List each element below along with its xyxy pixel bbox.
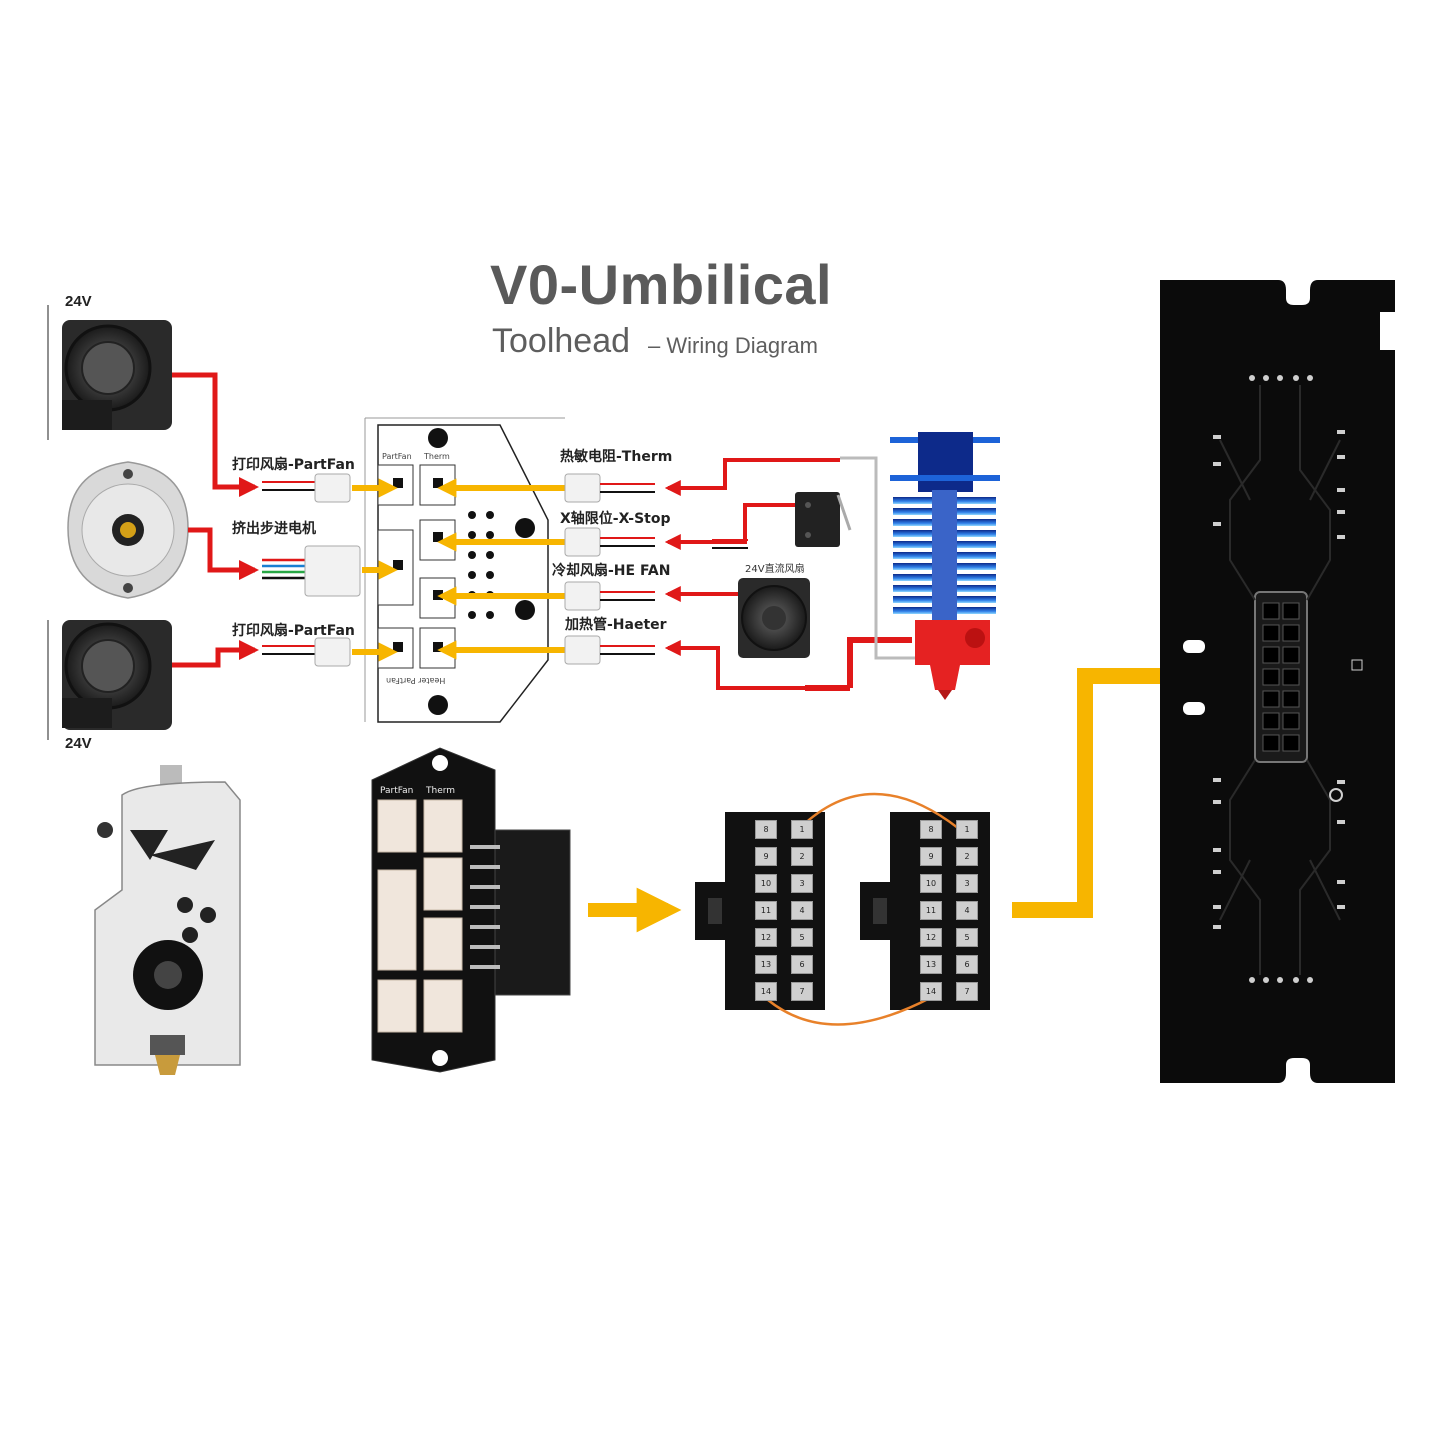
label-therm: 热敏电阻-Therm [560, 449, 673, 465]
connector-pin: 11 [920, 901, 942, 920]
hotend [890, 432, 1000, 700]
connector-pin: 9 [920, 847, 942, 866]
connector-pin: 2 [956, 847, 978, 866]
pcb-label-heater-partfan: Heater PartFan [386, 676, 446, 685]
subtitle-tail: Wiring Diagram [666, 333, 818, 358]
page-title: V0-Umbilical [490, 253, 833, 316]
voltage-label-bottom: 24V [65, 735, 92, 752]
connector-pin: 4 [956, 901, 978, 920]
connector-pin: 5 [956, 928, 978, 947]
connector-pin: 6 [791, 955, 813, 974]
thermistor-wire [840, 456, 920, 660]
pcb-label-partfan: PartFan [382, 452, 412, 461]
connector-pin: 14 [755, 982, 777, 1001]
connector-pin: 8 [755, 820, 777, 839]
hotend-fan [738, 578, 810, 658]
label-he-fan: 冷却风扇-HE FAN [552, 563, 671, 579]
left-yellow-arrows [352, 478, 398, 662]
label-partfan-top: 打印风扇-PartFan [232, 457, 355, 473]
connector-pin: 9 [755, 847, 777, 866]
toolhead-product [94, 765, 241, 1075]
left-connectors [262, 473, 361, 667]
connector-pin: 7 [956, 982, 978, 1001]
board-label-partfan: PartFan [380, 786, 414, 796]
connector-pin: 2 [791, 847, 813, 866]
connector-pin: 4 [791, 901, 813, 920]
arrow-connector-to-pcb [1012, 650, 1241, 918]
connector-pin: 3 [956, 874, 978, 893]
right-red-wires [664, 458, 912, 691]
label-extruder-motor: 挤出步进电机 [232, 521, 316, 537]
connector-pin: 3 [791, 874, 813, 893]
connector-pin: 14 [920, 982, 942, 1001]
toolhead-board-photo [371, 747, 571, 1073]
microswitch [795, 492, 852, 547]
voltage-label-top: 24V [65, 293, 92, 310]
pcb-label-therm: Therm [424, 452, 450, 461]
label-dc-fan: 24V直流风扇 [745, 564, 805, 575]
right-yellow-arrows [437, 478, 565, 660]
connector-pin: 1 [791, 820, 813, 839]
subtitle-wiring-diagram: – Wiring Diagram [648, 333, 818, 359]
connector-pin: 12 [920, 928, 942, 947]
connector-pin: 5 [791, 928, 813, 947]
label-xstop: X轴限位-X-Stop [560, 511, 671, 527]
board-label-therm: Therm [426, 786, 456, 796]
xstop-wires [712, 539, 748, 549]
connector-pin: 8 [920, 820, 942, 839]
connector-pin: 13 [755, 955, 777, 974]
connector-pin: 12 [755, 928, 777, 947]
subtitle-toolhead: Toolhead [492, 322, 631, 360]
connector-pin: 10 [755, 874, 777, 893]
label-partfan-bottom: 打印风扇-PartFan [232, 623, 355, 639]
label-heater: 加热管-Haeter [565, 617, 667, 633]
blower-fan-top [47, 305, 172, 440]
pin-mapping-loops [767, 792, 959, 1026]
connector-pin: 13 [920, 955, 942, 974]
connector-pin: 7 [791, 982, 813, 1001]
umbilical-pcb [1160, 280, 1395, 1083]
right-connectors [564, 473, 655, 665]
subtitle-dash: – [648, 333, 661, 358]
extruder-motor [67, 461, 189, 599]
connector-pin: 6 [956, 955, 978, 974]
connector-pin: 1 [956, 820, 978, 839]
connector-pin: 11 [755, 901, 777, 920]
blower-fan-bottom [47, 620, 172, 740]
left-red-wires [172, 372, 259, 668]
connector-pin: 10 [920, 874, 942, 893]
